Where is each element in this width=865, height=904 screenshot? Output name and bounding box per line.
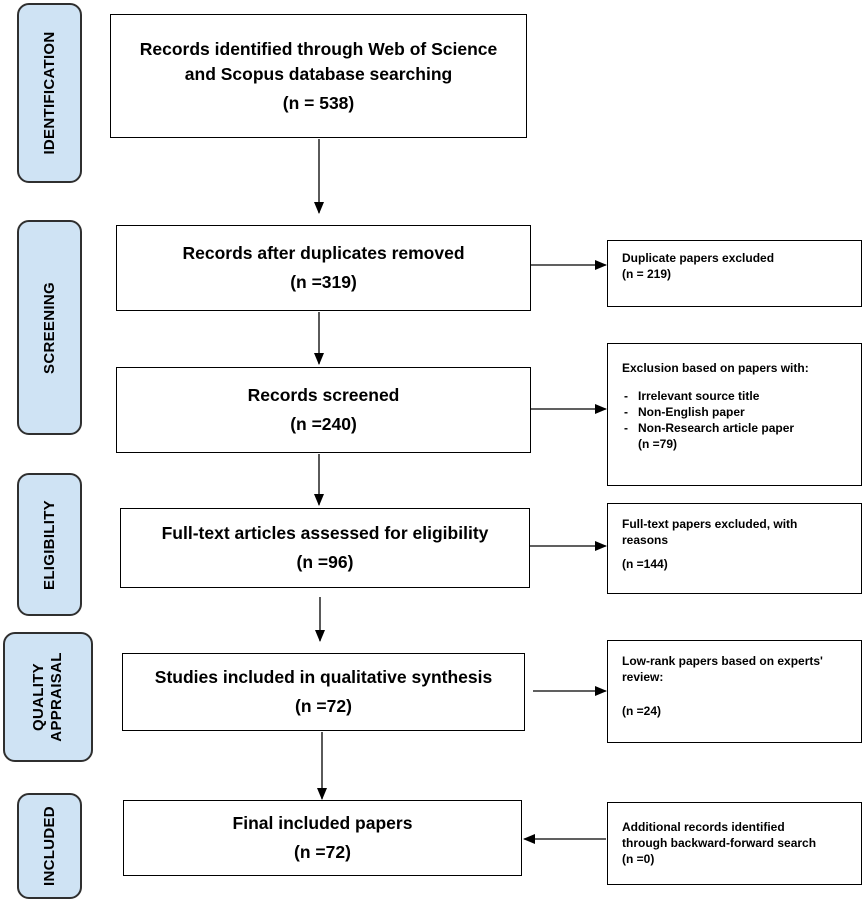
exclusion-item: Non-English paper bbox=[622, 404, 851, 420]
records-screened-count: (n =240) bbox=[290, 414, 357, 434]
additional-records-line2: through backward-forward search bbox=[622, 836, 817, 850]
final-included-count: (n =72) bbox=[294, 842, 351, 862]
full-text-assessed-title: Full-text articles assessed for eligibil… bbox=[161, 523, 489, 543]
box-records-screened: Records screened (n =240) bbox=[116, 367, 531, 453]
full-text-excluded-line2: reasons bbox=[622, 533, 669, 547]
low-rank-count: (n =24) bbox=[622, 704, 662, 718]
exclusion-count: (n =79) bbox=[638, 437, 678, 451]
full-text-excluded-line1: Full-text papers excluded, with bbox=[622, 517, 798, 531]
box-qualitative-synthesis: Studies included in qualitative synthesi… bbox=[122, 653, 525, 731]
phase-identification: IDENTIFICATION bbox=[17, 3, 82, 183]
duplicates-removed-title: Records after duplicates removed bbox=[182, 243, 465, 263]
exclusion-heading: Exclusion based on papers with: bbox=[622, 361, 809, 375]
qualitative-synthesis-title: Studies included in qualitative synthesi… bbox=[154, 667, 493, 687]
side-box-full-text-excluded: Full-text papers excluded, with reasons … bbox=[607, 503, 862, 594]
final-included-title: Final included papers bbox=[232, 813, 413, 833]
duplicates-excluded-count: (n = 219) bbox=[622, 267, 672, 281]
phase-screening: SCREENING bbox=[17, 220, 82, 435]
phase-eligibility: ELIGIBILITY bbox=[17, 473, 82, 616]
qualitative-synthesis-count: (n =72) bbox=[295, 696, 352, 716]
low-rank-line1: Low-rank papers based on experts' bbox=[622, 654, 823, 668]
additional-records-count: (n =0) bbox=[622, 852, 655, 866]
records-identified-count: (n = 538) bbox=[282, 92, 355, 113]
box-full-text-assessed: Full-text articles assessed for eligibil… bbox=[120, 508, 530, 588]
box-duplicates-removed: Records after duplicates removed (n =319… bbox=[116, 225, 531, 311]
records-identified-line1: Records identified through Web of Scienc… bbox=[139, 38, 498, 59]
records-screened-title: Records screened bbox=[247, 385, 400, 405]
side-box-low-rank: Low-rank papers based on experts' review… bbox=[607, 640, 862, 743]
additional-records-line1: Additional records identified bbox=[622, 820, 785, 834]
exclusion-item: Non-Research article paper bbox=[622, 420, 851, 436]
box-final-included-papers: Final included papers (n =72) bbox=[123, 800, 522, 876]
full-text-assessed-count: (n =96) bbox=[296, 552, 354, 572]
records-identified-line2: and Scopus database searching bbox=[184, 63, 453, 84]
low-rank-line2: review: bbox=[622, 670, 664, 684]
side-box-duplicates-excluded: Duplicate papers excluded (n = 219) bbox=[607, 240, 862, 307]
side-box-additional-records: Additional records identified through ba… bbox=[607, 802, 862, 885]
full-text-excluded-count: (n =144) bbox=[622, 557, 668, 571]
box-records-identified: Records identified through Web of Scienc… bbox=[110, 14, 527, 138]
duplicates-excluded-text: Duplicate papers excluded bbox=[622, 251, 775, 265]
duplicates-removed-count: (n =319) bbox=[290, 272, 357, 292]
phase-included: INCLUDED bbox=[17, 793, 82, 899]
phase-quality-appraisal: QUALITY APPRAISAL bbox=[3, 632, 93, 762]
exclusion-item: Irrelevant source title bbox=[622, 388, 851, 404]
side-box-exclusion-criteria: Exclusion based on papers with: Irreleva… bbox=[607, 343, 862, 486]
exclusion-list: Irrelevant source title Non-English pape… bbox=[622, 388, 851, 436]
